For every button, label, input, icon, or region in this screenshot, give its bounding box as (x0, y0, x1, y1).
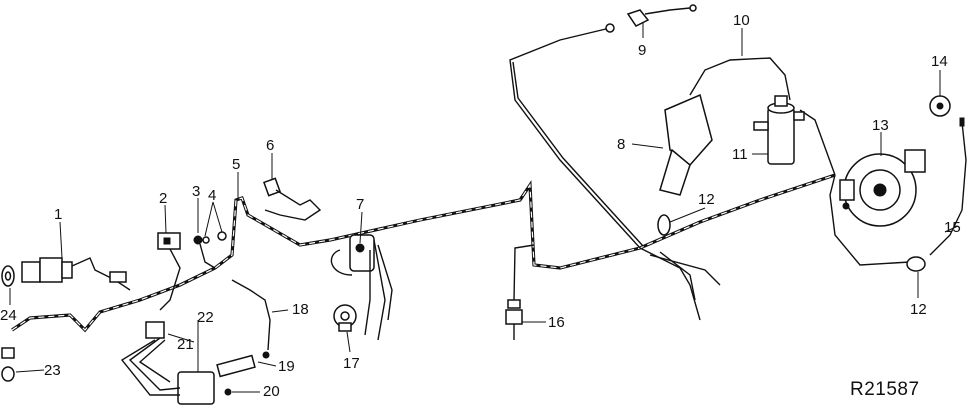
callout-11: 11 (732, 146, 748, 163)
callout-4: 4 (208, 187, 216, 204)
bulb-23-part (1, 347, 15, 382)
sender-17-part (333, 304, 357, 332)
main-harness (11, 27, 911, 333)
callout-3: 3 (192, 183, 200, 200)
fuse-holder-part (157, 231, 227, 311)
callout-18: 18 (292, 301, 309, 318)
solenoid-7-part (330, 234, 393, 341)
callout-labels: 1 2 3 4 5 6 7 8 9 10 11 12 12 13 14 15 1… (0, 12, 961, 400)
callout-10: 10 (733, 12, 750, 29)
connector-9-part (605, 4, 697, 33)
callout-16: 16 (548, 314, 565, 331)
callout-5: 5 (232, 156, 240, 173)
callout-8: 8 (617, 136, 625, 153)
callout-17: 17 (343, 355, 360, 372)
key-switch-part (1, 257, 131, 291)
plug-16-part (505, 299, 523, 340)
alternator-13-part (839, 149, 926, 227)
callout-14: 14 (931, 53, 948, 70)
callout-23: 23 (44, 362, 61, 379)
regulator-22-part (120, 321, 215, 405)
callout-22: 22 (197, 309, 214, 326)
grommet-12-part (657, 214, 926, 272)
leader-lines (9, 22, 959, 393)
callout-2: 2 (159, 190, 167, 207)
callout-1: 1 (54, 206, 62, 223)
callout-9: 9 (638, 42, 646, 59)
callout-12b: 12 (910, 301, 927, 318)
callout-7: 7 (356, 196, 364, 213)
callout-20: 20 (263, 383, 280, 400)
callout-12a: 12 (698, 191, 715, 208)
callout-24: 24 (0, 307, 17, 324)
callout-15: 15 (944, 219, 961, 236)
ignition-coil-11-part (753, 95, 805, 165)
distributor-8-part (659, 57, 791, 196)
plate-14-part (929, 95, 951, 117)
callout-21: 21 (177, 336, 194, 353)
figure-reference: R21587 (850, 379, 920, 400)
callout-6: 6 (266, 137, 274, 154)
callout-19: 19 (278, 358, 295, 375)
lamp-lead-18-part (216, 279, 271, 378)
screw-20-part (224, 388, 232, 396)
ground-wire-15-part (929, 117, 967, 256)
callout-13: 13 (872, 117, 889, 134)
connector-6-part (263, 177, 322, 221)
